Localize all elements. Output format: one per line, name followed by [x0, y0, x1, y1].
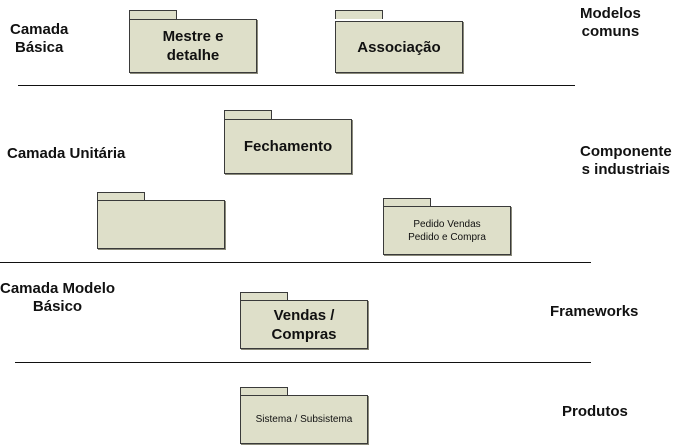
package-tab — [97, 192, 145, 201]
package-label: Mestre e — [162, 28, 224, 45]
separator-line-2 — [0, 262, 591, 263]
label-line: Camada — [10, 21, 69, 38]
package-body — [97, 200, 225, 249]
package-tab — [240, 387, 288, 396]
package-label: Vendas / — [273, 306, 335, 324]
package-label: detalhe — [166, 47, 220, 64]
label-line: Básico — [32, 298, 83, 315]
package-label: Associação — [357, 38, 441, 56]
package-label: Sistema / Subsistema — [255, 414, 353, 425]
package-pedido[interactable]: Pedido Vendas Pedido e Compra — [383, 198, 511, 255]
package-tab — [224, 110, 272, 119]
label-camada-modelo-basico: Camada Modelo Básico — [0, 280, 115, 316]
package-label: Pedido e Compra — [408, 231, 486, 243]
label-line: Camada Modelo — [0, 280, 116, 297]
package-label: Pedido Vendas — [413, 218, 481, 230]
package-mestre-detalhe[interactable]: Mestre e detalhe — [129, 10, 257, 73]
package-body: Fechamento — [224, 119, 352, 174]
package-empty[interactable] — [97, 192, 225, 249]
separator-line-3 — [15, 362, 591, 363]
package-body: Mestre e detalhe — [129, 19, 257, 73]
package-body: Pedido Vendas Pedido e Compra — [383, 206, 511, 255]
package-label: Compras — [271, 325, 337, 343]
package-tab — [335, 10, 383, 19]
label-line: Componente — [580, 143, 672, 160]
package-tab — [240, 292, 288, 301]
label-line: comuns — [581, 23, 640, 40]
package-tab — [129, 10, 177, 19]
label-camada-unitaria: Camada Unitária — [7, 145, 126, 162]
package-sistema-subsistema[interactable]: Sistema / Subsistema — [240, 387, 368, 444]
package-associacao[interactable]: Associação — [335, 10, 463, 73]
package-body: Vendas / Compras — [240, 300, 368, 349]
label-componentes-industriais: Componente s industriais — [580, 143, 672, 179]
label-camada-basica: Camada Básica — [10, 21, 68, 57]
package-body: Sistema / Subsistema — [240, 395, 368, 444]
label-produtos: Produtos — [562, 403, 628, 420]
package-fechamento[interactable]: Fechamento — [224, 110, 352, 174]
label-frameworks: Frameworks — [550, 303, 639, 320]
package-body: Associação — [335, 21, 463, 73]
package-tab — [383, 198, 431, 207]
separator-line-1 — [18, 85, 575, 86]
label-modelos-comuns: Modelos comuns — [580, 5, 641, 41]
label-line: Modelos — [580, 5, 641, 22]
label-line: Básica — [14, 39, 64, 56]
package-label: Fechamento — [243, 138, 333, 155]
package-vendas-compras[interactable]: Vendas / Compras — [240, 292, 368, 349]
label-line: s industriais — [581, 161, 671, 178]
